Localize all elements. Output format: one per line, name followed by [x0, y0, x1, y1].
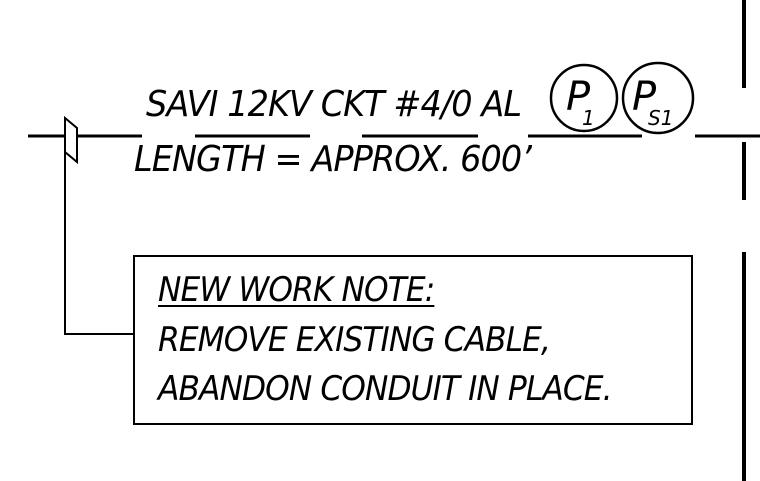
- tag-circle: [621, 61, 695, 135]
- note-box: [133, 255, 693, 425]
- note-line: ABANDON CONDUIT IN PLACE.: [158, 369, 613, 409]
- tag-circle: [549, 63, 619, 133]
- note-line: REMOVE EXISTING CABLE,: [158, 320, 551, 360]
- tag-letter: P: [632, 74, 657, 120]
- tag-subscript: S1: [648, 106, 673, 130]
- tag-subscript: 1: [582, 106, 595, 130]
- length-label: LENGTH = APPROX. 600’: [134, 139, 532, 180]
- tag-letter: P: [566, 74, 591, 120]
- tag-bubble-2: P S1: [621, 61, 695, 135]
- note-title: NEW WORK NOTE:: [158, 270, 435, 310]
- tag-bubble-1: P 1: [549, 63, 619, 133]
- conduit-marker-icon: [64, 115, 78, 165]
- leader-line: [64, 152, 134, 335]
- cable-label: SAVI 12KV CKT #4/0 AL: [146, 84, 522, 125]
